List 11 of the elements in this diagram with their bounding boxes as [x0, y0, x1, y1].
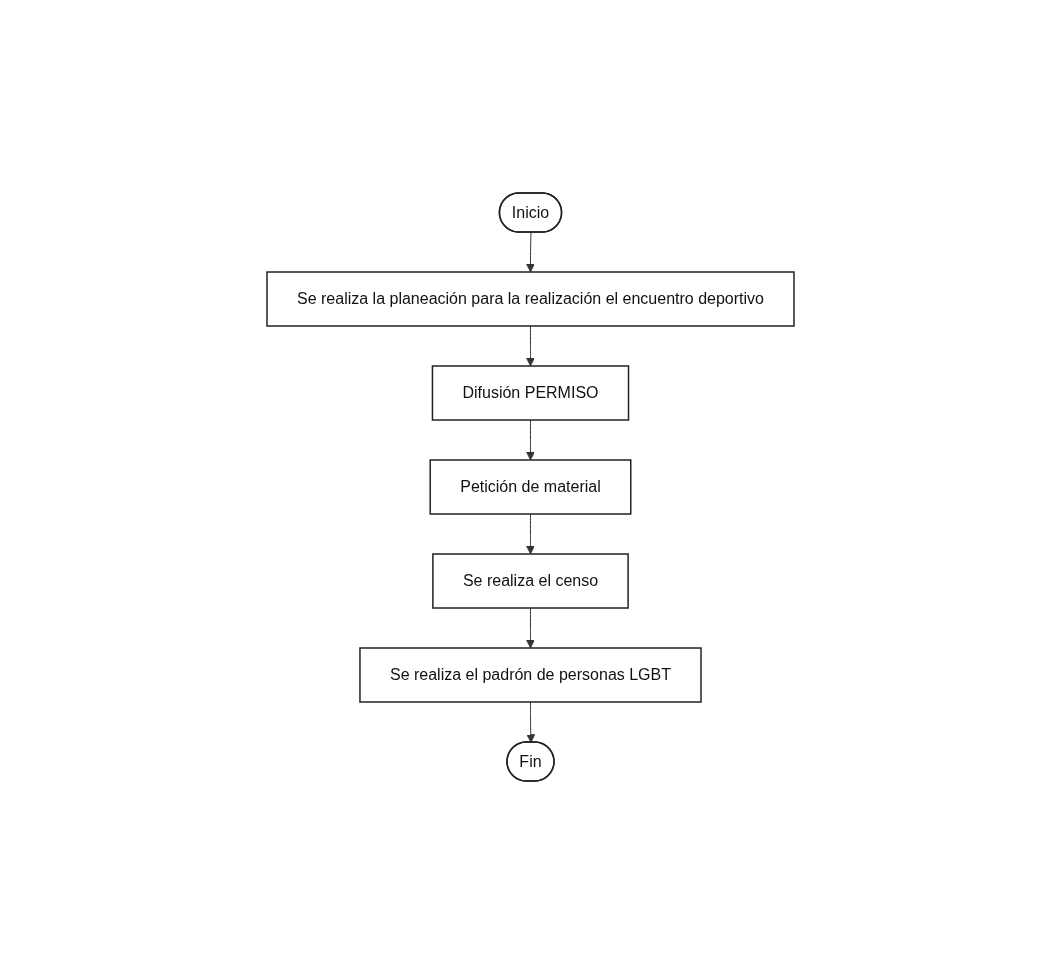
arrow [525, 231, 535, 272]
node-box: Difusión PERMISO [431, 364, 629, 421]
arrow [525, 513, 535, 554]
arrow [525, 325, 535, 366]
arrow [525, 607, 535, 648]
arrow [525, 701, 535, 743]
node-box: Petición de material [429, 458, 631, 515]
arrow [525, 419, 535, 460]
node-box: Se realiza el censo [431, 552, 629, 609]
node-box: Se realiza el padrón de personas LGBT [358, 646, 702, 703]
node-box: Se realiza la planeación para la realización el encuentro deportivo [265, 270, 795, 327]
